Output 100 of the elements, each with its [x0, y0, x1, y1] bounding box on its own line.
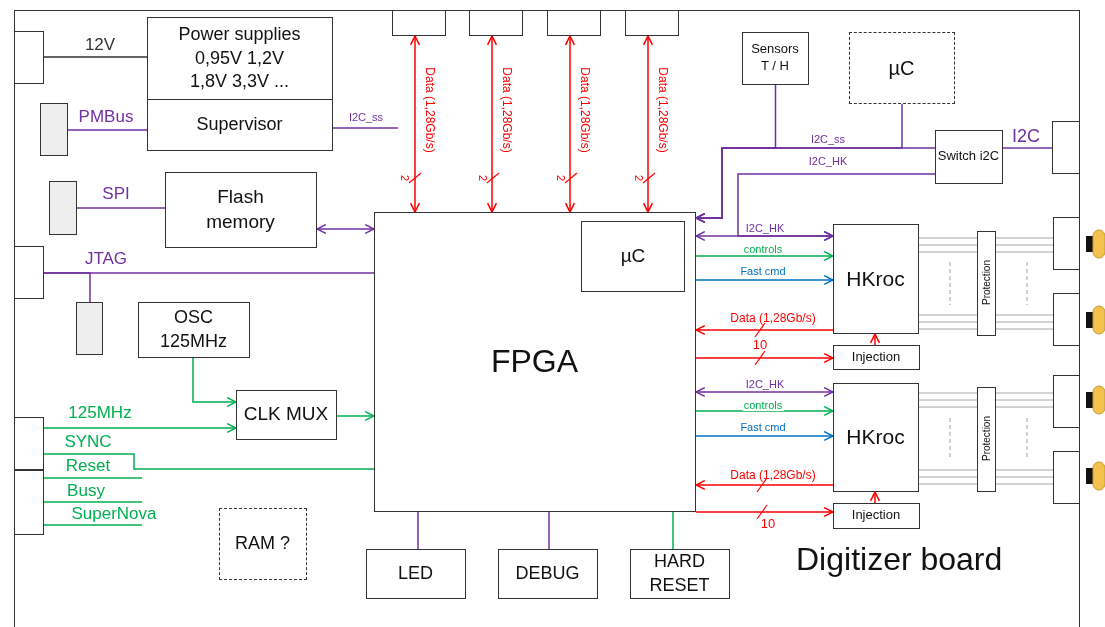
bus-width-label: 2	[398, 174, 410, 182]
injection-box: Injection	[832, 502, 920, 529]
connector-box	[13, 416, 44, 470]
wire-bundle	[995, 469, 1054, 485]
edge-label: I2C_HK	[807, 154, 849, 168]
optional-memory-box: RAM ?	[218, 507, 307, 580]
connector-line	[548, 511, 550, 550]
protection-box: Protection	[976, 386, 996, 492]
edge-label: Fast cmd	[739, 264, 787, 278]
connector-box	[1052, 450, 1080, 504]
chip-box: HKroc	[832, 223, 919, 334]
board-title: Digitizer board	[796, 540, 1003, 579]
edge-label: controls	[742, 242, 784, 256]
arrow	[695, 274, 834, 286]
connector-box	[48, 180, 77, 235]
double-arrow	[695, 230, 834, 242]
connector-line	[332, 127, 399, 129]
wire-bundle	[918, 314, 978, 330]
wire-bundle	[995, 392, 1054, 408]
connector-line	[43, 453, 375, 470]
injection-box: Injection	[832, 344, 920, 370]
double-arrow	[316, 223, 375, 235]
connector-line	[43, 501, 143, 503]
connector-box	[13, 30, 44, 84]
connector-line	[43, 272, 91, 303]
edge-label: Data (1,28Gb/s)	[729, 312, 817, 326]
arrow	[695, 430, 834, 442]
edge-label: Data (1,28Gb/s)	[422, 66, 436, 154]
wire-bundle	[995, 237, 1054, 253]
connector-line	[1002, 147, 1053, 149]
wire-bundle	[918, 469, 978, 485]
connector-box	[39, 102, 68, 156]
edge-label: I2C_HK	[744, 221, 786, 235]
double-arrow	[642, 35, 654, 213]
supervisor-box: Supervisor	[146, 98, 333, 151]
wire-bundle	[918, 392, 978, 408]
double-arrow	[409, 35, 421, 213]
arrow	[695, 324, 834, 336]
edge-label: controls	[742, 398, 784, 412]
connector-line	[67, 129, 148, 131]
connector-box	[1052, 292, 1080, 346]
connector-box	[1052, 216, 1080, 270]
arrow	[43, 422, 237, 434]
connector-box	[1052, 374, 1080, 428]
arrow	[336, 410, 375, 422]
arrow	[695, 506, 834, 518]
clock-mux-box: CLK MUX	[235, 389, 337, 440]
edge-label: I2C_ss	[809, 132, 847, 146]
connector-box	[391, 9, 446, 36]
arrow	[695, 250, 834, 262]
connector-line	[417, 511, 419, 550]
microcontroller-box: µC	[581, 221, 685, 292]
connector-line	[43, 477, 143, 479]
reset-box: HARD RESET	[629, 548, 730, 599]
double-arrow	[695, 386, 834, 398]
edge-label: I2C_ss	[347, 110, 385, 124]
connector-line	[672, 511, 674, 550]
power-supply-box: Power supplies 0,95V 1,2V 1,8V 3,3V ...	[146, 16, 333, 101]
bus-width-label: 10	[760, 516, 776, 530]
connector-box	[624, 9, 679, 36]
fpga-box: FPGA µC	[373, 211, 696, 512]
arrow	[695, 479, 834, 491]
led-box: LED	[365, 548, 466, 599]
connector-box	[468, 9, 523, 36]
arrow	[869, 491, 881, 504]
connector-line	[43, 56, 148, 58]
double-arrow	[564, 35, 576, 213]
connector-box	[13, 469, 44, 535]
edge-label: Data (1,28Gb/s)	[655, 66, 669, 154]
microcontroller-box: µC	[848, 31, 955, 104]
arrow	[192, 357, 237, 408]
connector-line	[43, 524, 143, 526]
edge-label: SuperNova	[70, 504, 158, 524]
board-outline	[14, 10, 1080, 627]
arrow	[695, 405, 834, 417]
protection-box: Protection	[976, 230, 996, 336]
arrow	[695, 352, 834, 364]
connector-line	[76, 207, 166, 209]
bus-width-label: 2	[632, 174, 644, 182]
connector-box	[546, 9, 601, 36]
edge-label: Data (1,28Gb/s)	[499, 66, 513, 154]
chip-box: HKroc	[832, 382, 919, 492]
sensor-box: Sensors T / H	[741, 31, 809, 85]
edge-label: Data (1,28Gb/s)	[577, 66, 591, 154]
arrow	[869, 333, 881, 346]
bus-width-label: 10	[752, 337, 768, 351]
oscillator-box: OSC 125MHz	[137, 301, 250, 358]
connector-box	[13, 245, 44, 299]
memory-box: Flash memory	[164, 171, 317, 248]
edge-label: Data (1,28Gb/s)	[729, 469, 817, 483]
bus-width-label: 2	[476, 174, 488, 182]
connector-box	[1051, 120, 1080, 174]
edge-label: Busy	[66, 481, 106, 501]
switch-box: Switch i2C	[934, 129, 1003, 184]
wire-bundle	[918, 237, 978, 253]
edge-label: Fast cmd	[739, 420, 787, 434]
connector-box	[75, 301, 103, 355]
edge-label: I2C_HK	[744, 377, 786, 391]
bus-width-label: 2	[554, 174, 566, 182]
double-arrow	[486, 35, 498, 213]
